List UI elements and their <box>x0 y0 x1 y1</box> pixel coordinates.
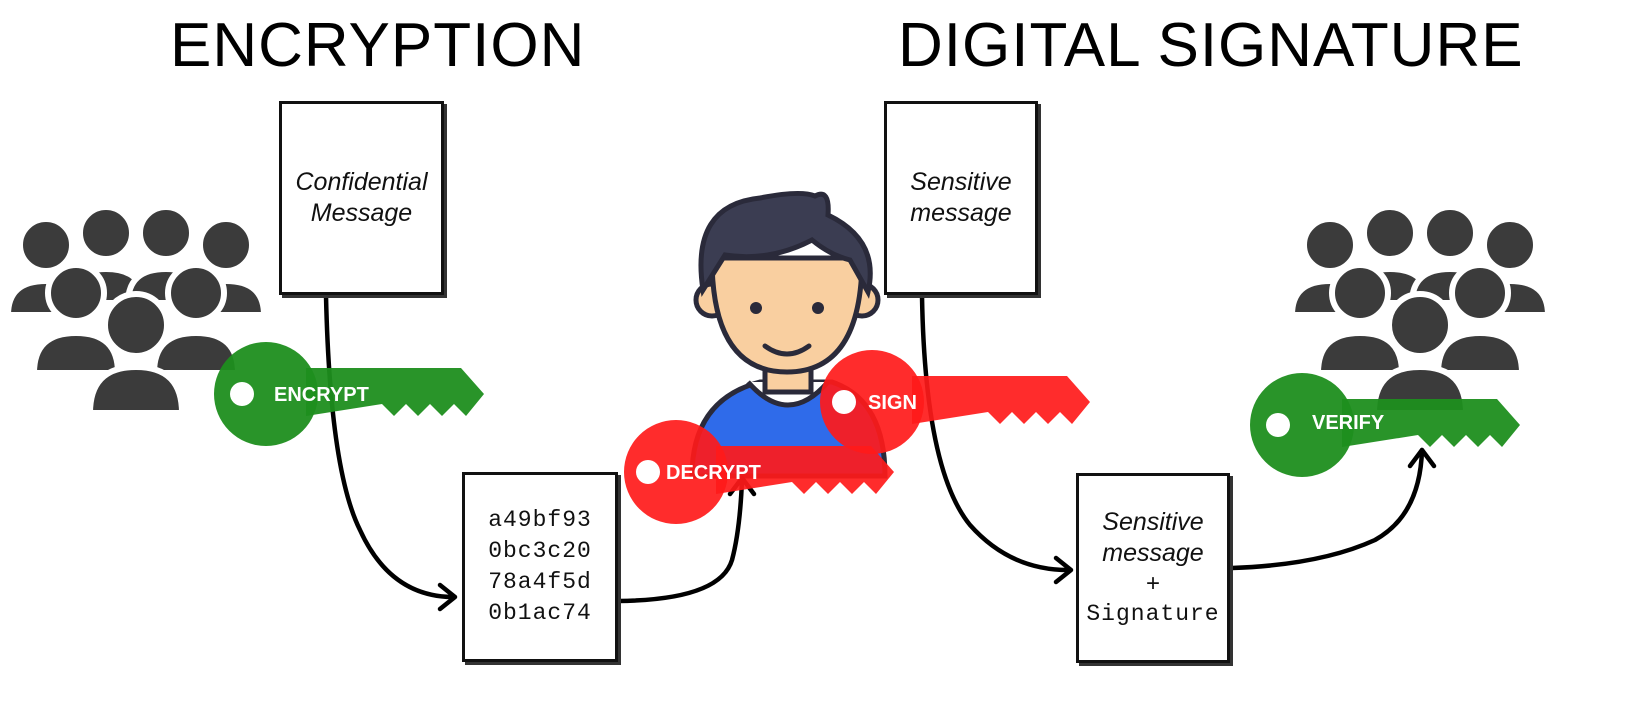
arrow-sign <box>919 293 1071 573</box>
arrow-verify <box>1229 447 1425 571</box>
people-group-icon <box>1292 207 1548 413</box>
arrow-decrypt <box>615 477 745 604</box>
plus-sign: + <box>1145 569 1160 597</box>
document-line: Message <box>310 199 413 227</box>
document-line: message <box>910 199 1012 227</box>
ciphertext-line: a49bf93 <box>488 507 592 533</box>
document-line: message <box>1102 538 1204 567</box>
signature-label: Signature <box>1086 600 1220 627</box>
arrow-encrypt <box>323 293 455 600</box>
digital-signature-title: DIGITAL SIGNATURE <box>898 11 1524 80</box>
ciphertext-line: 78a4f5d <box>488 569 592 595</box>
document-line: Sensitive <box>1102 507 1204 536</box>
encryption-title: ENCRYPTION <box>170 11 586 80</box>
signed-message-document: Sensitive message + Signature <box>1076 473 1230 663</box>
document-line: Sensitive <box>910 168 1012 196</box>
ciphertext-line: 0bc3c20 <box>488 538 592 564</box>
person-icon <box>689 190 888 479</box>
people-group-icon <box>8 207 264 413</box>
confidential-message-document: Confidential Message <box>279 101 444 295</box>
ciphertext-line: 0b1ac74 <box>488 600 592 626</box>
sensitive-message-document: Sensitive message <box>884 101 1038 295</box>
document-line: Confidential <box>295 168 428 196</box>
ciphertext-document: a49bf93 0bc3c20 78a4f5d 0b1ac74 <box>462 472 618 662</box>
